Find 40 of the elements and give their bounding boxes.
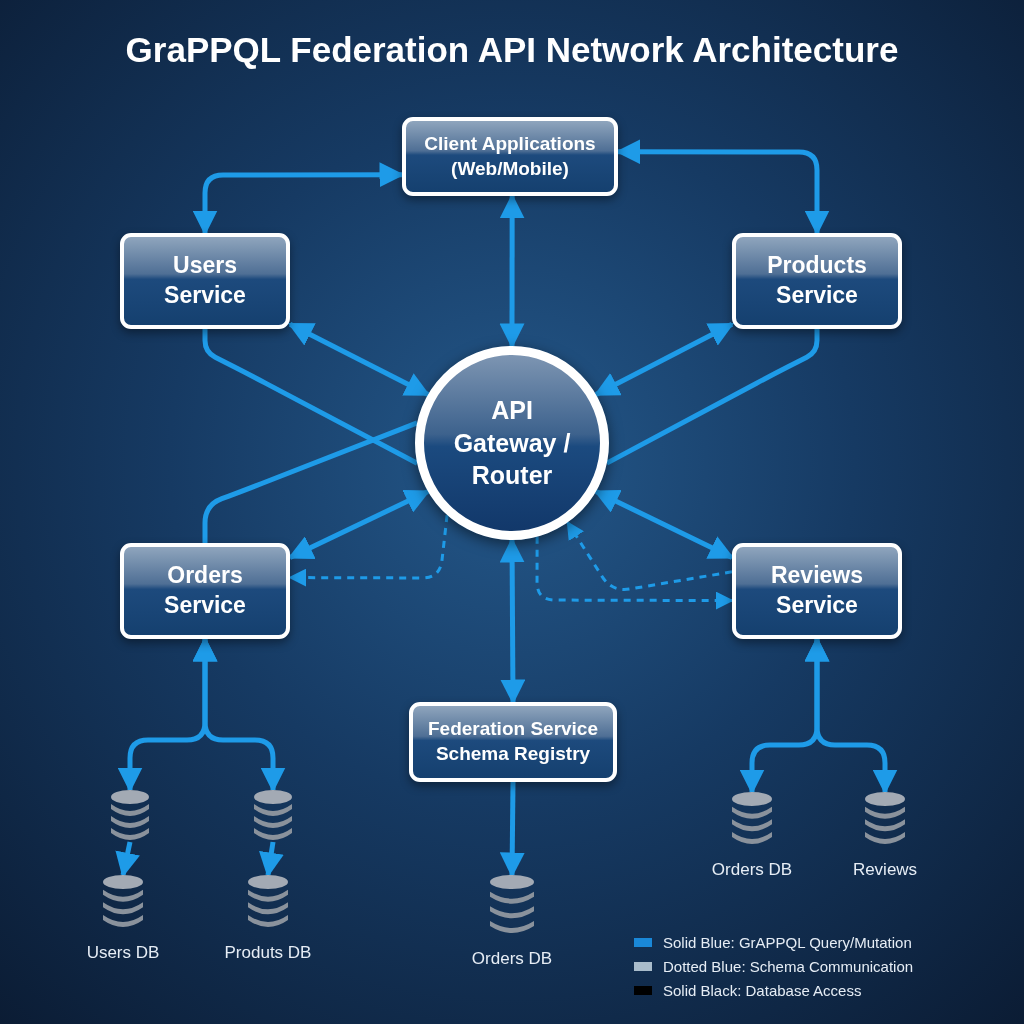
arrow (804, 636, 898, 795)
connector-line (202, 420, 419, 543)
legend-text: Solid Blue: GrAPPQL Query/Mutation (663, 933, 912, 951)
node-label: Reviews Service (769, 561, 865, 620)
database-label: Orders DB (711, 860, 793, 880)
arrow (115, 841, 140, 878)
arrow (499, 193, 525, 349)
connector-line (202, 329, 419, 466)
legend-text: Dotted Blue: Schema Communication (663, 957, 914, 975)
node-label: Client Applications (Web/Mobile) (423, 131, 597, 181)
gateway-circle (415, 346, 609, 540)
database-label: Orders DB (471, 949, 553, 969)
dashed-arrow (288, 514, 449, 587)
diagram-title: GraPPQL Federation API Network Architecture (125, 30, 899, 70)
database-icon (253, 790, 293, 842)
node-label: Users Service (163, 251, 247, 310)
service-box (732, 233, 902, 329)
service-box (120, 543, 290, 639)
database-label: Reviews (852, 860, 918, 880)
arrow (593, 321, 735, 397)
arrow (287, 321, 431, 397)
service-box (409, 702, 617, 782)
database-icon (110, 790, 150, 842)
node-label: Orders Service (163, 561, 247, 620)
node-label: Products Service (766, 251, 868, 310)
arrow (499, 537, 526, 705)
connector-line (605, 329, 820, 466)
arrow (499, 781, 525, 878)
node-label: API Gateway / Router (452, 395, 572, 492)
node-label: Federation Service Schema Registry (427, 717, 599, 766)
database-label: Users DB (86, 943, 160, 963)
dashed-arrow (535, 536, 734, 610)
service-box (120, 233, 290, 329)
dashed-arrow (566, 520, 733, 591)
service-box (402, 117, 618, 196)
arrow (259, 841, 284, 878)
database-label: Produts DB (224, 943, 312, 963)
service-box (732, 543, 902, 639)
legend-text: Solid Black: Database Access (663, 981, 862, 999)
arrow (192, 636, 286, 793)
